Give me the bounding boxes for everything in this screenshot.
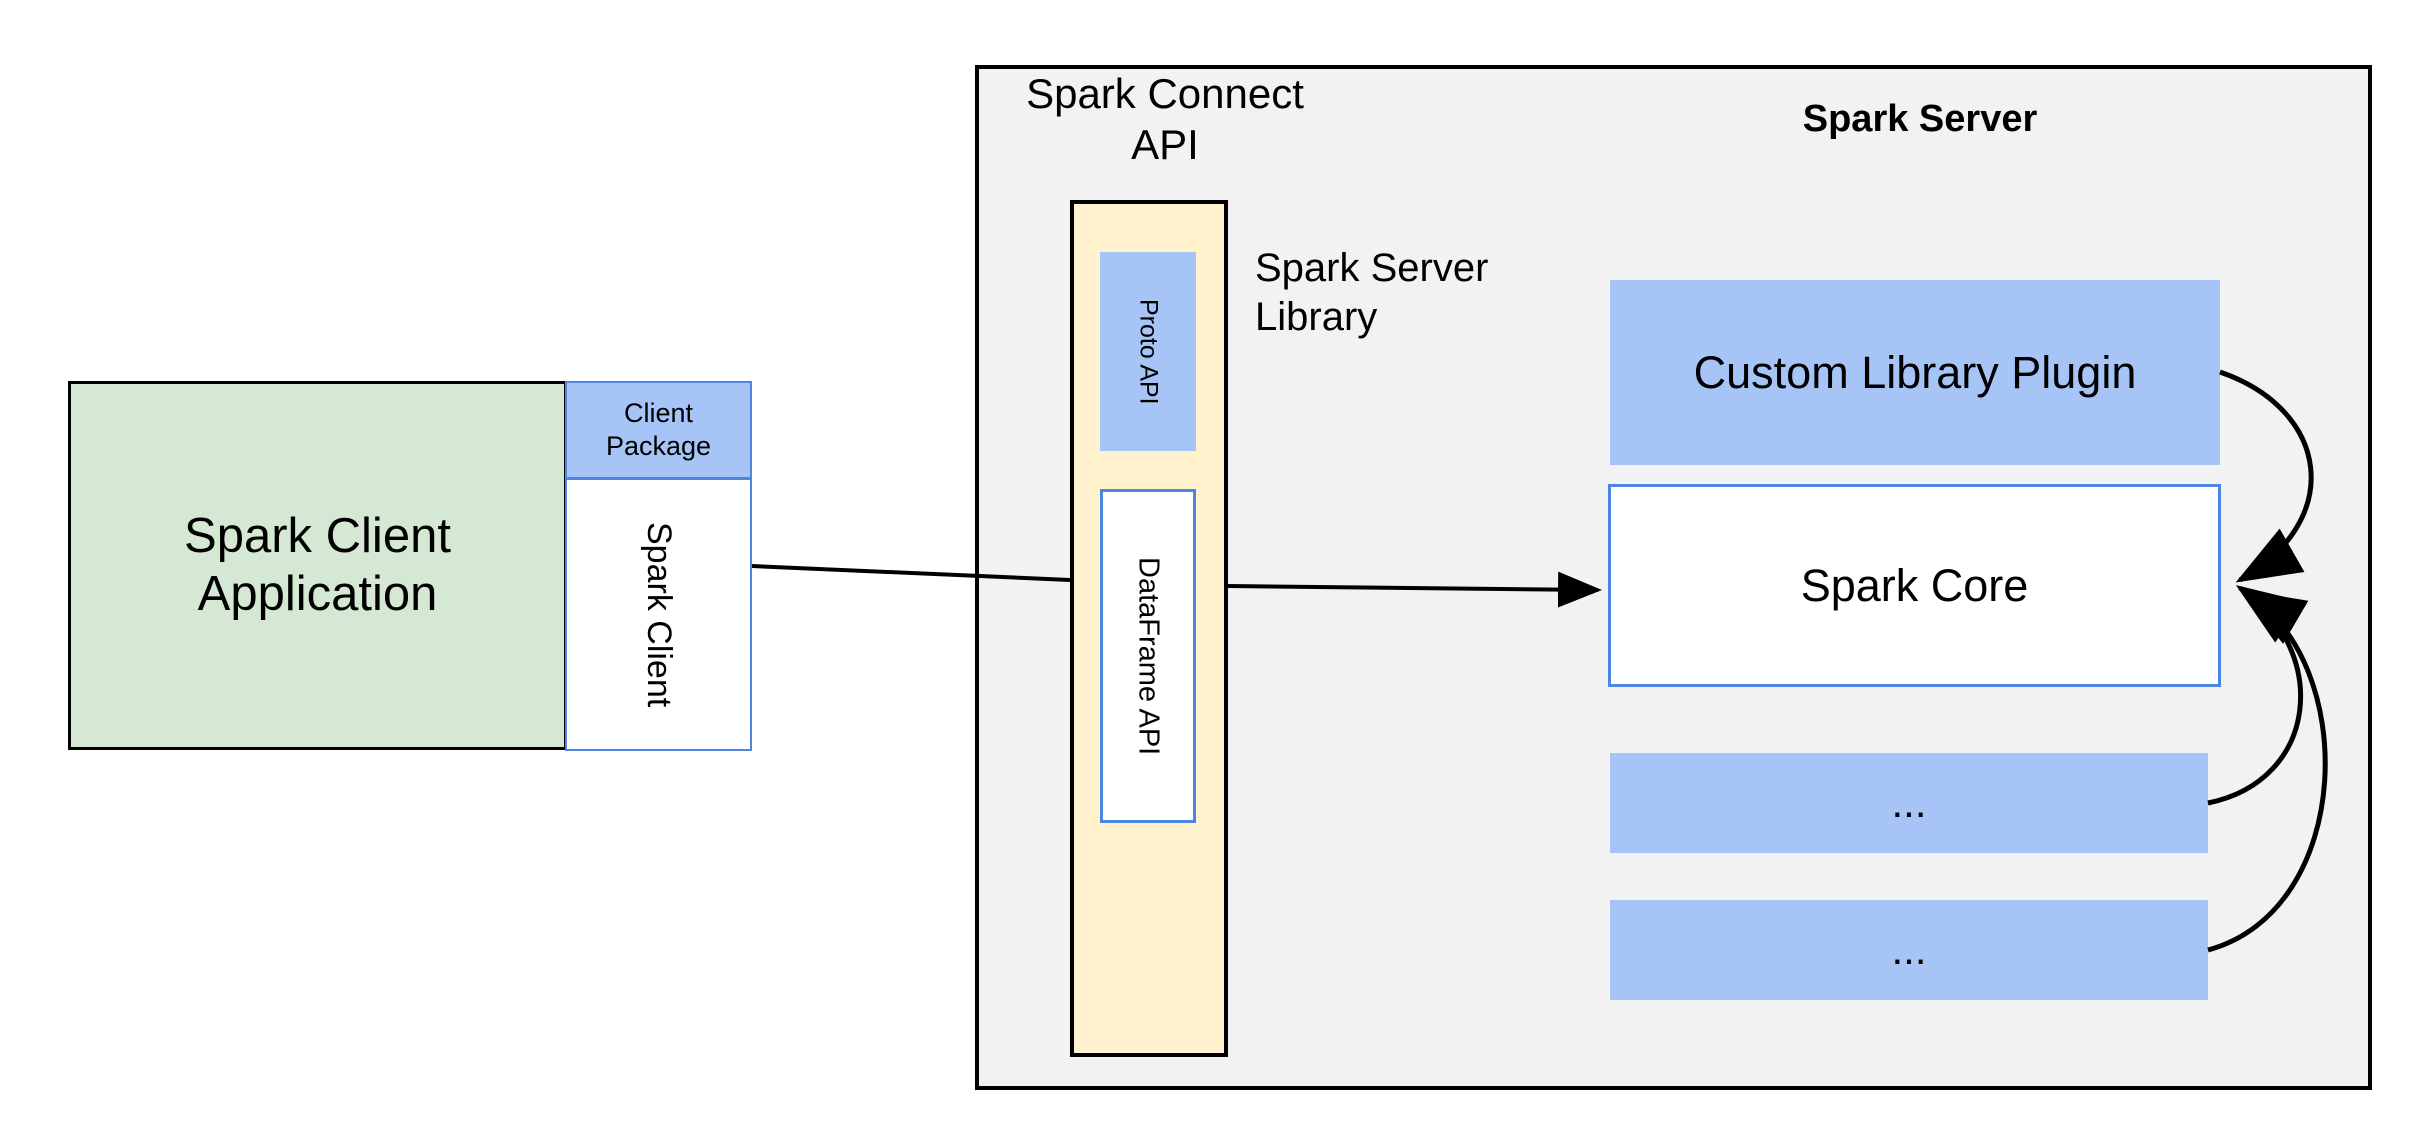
proto-api-box[interactable]: Proto API <box>1100 252 1196 451</box>
custom-library-plugin-box[interactable]: Custom Library Plugin <box>1610 280 2220 465</box>
spark-server-title: Spark Server <box>1802 98 2038 140</box>
spark-core-box[interactable]: Spark Core <box>1608 484 2221 687</box>
plugin-placeholder-label-2: ... <box>1891 926 1927 973</box>
dataframe-api-box[interactable]: DataFrame API <box>1100 489 1196 823</box>
proto-api-label: Proto API <box>1134 298 1163 405</box>
client-package-label: Client Package <box>605 398 712 461</box>
plugin-placeholder-label-1: ... <box>1891 779 1927 826</box>
spark-client-application-label: Spark Client Application <box>184 508 451 621</box>
dataframe-api-label: DataFrame API <box>1132 556 1165 756</box>
spark-client-box[interactable]: Spark Client <box>565 478 752 751</box>
plugin-placeholder-box-2[interactable]: ... <box>1610 900 2208 1000</box>
client-package-box[interactable]: Client Package <box>565 381 752 479</box>
plugin-placeholder-box-1[interactable]: ... <box>1610 753 2208 853</box>
spark-server-library-label: Spark Server Library <box>1255 246 1489 339</box>
spark-client-label: Spark Client <box>640 521 678 708</box>
spark-core-label: Spark Core <box>1800 559 2029 611</box>
custom-library-plugin-label: Custom Library Plugin <box>1693 346 2137 398</box>
spark-connect-api-label: Spark Connect API <box>1026 70 1304 169</box>
spark-client-application-box[interactable]: Spark Client Application <box>68 381 567 750</box>
